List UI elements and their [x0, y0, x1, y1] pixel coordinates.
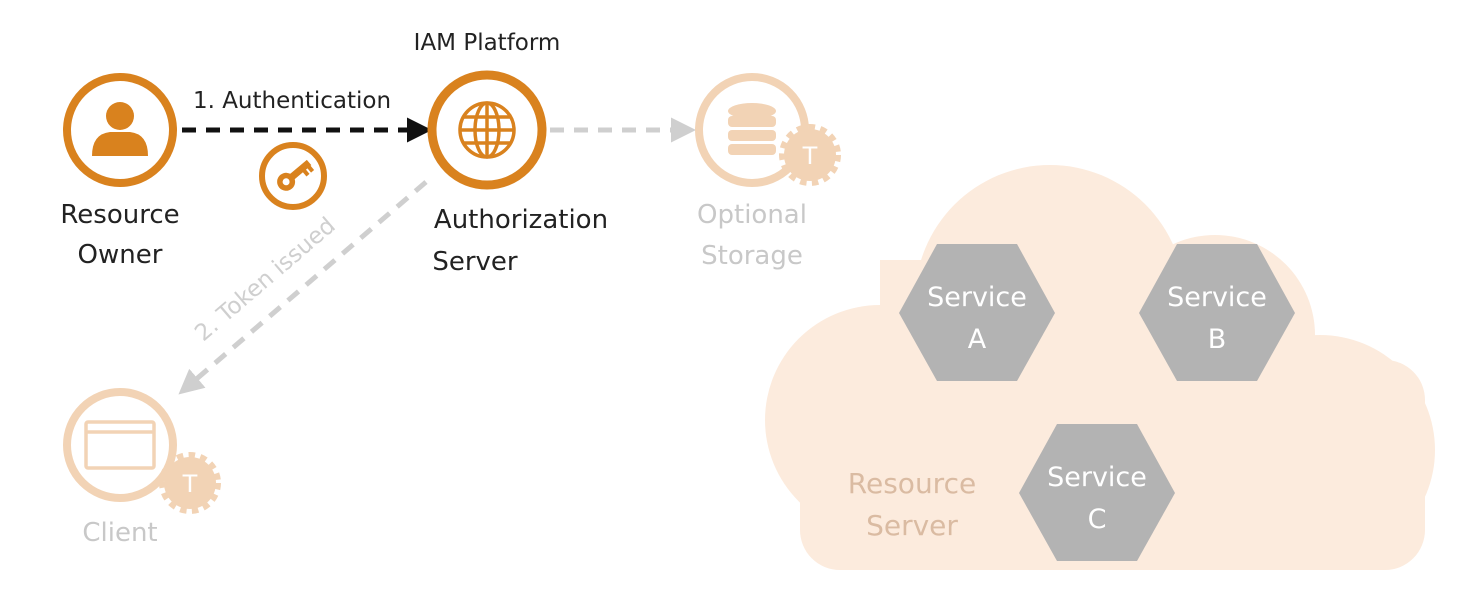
browser-window-icon: [84, 420, 156, 470]
service-b-label-line2: B: [1208, 324, 1227, 355]
authentication-label: 1. Authentication: [193, 88, 391, 114]
optional-storage-label-line2: Storage: [701, 241, 803, 271]
optional-storage-node: T: [695, 73, 841, 187]
service-a-label-line2: A: [968, 324, 987, 355]
service-b-label-line1: Service: [1167, 282, 1267, 313]
database-icon: [728, 103, 776, 155]
resource-server-label-line2: Server: [866, 509, 958, 542]
service-a-label-line1: Service: [927, 282, 1027, 313]
client-node: T: [63, 388, 221, 514]
client-circle: [63, 388, 177, 502]
service-c: Service C: [1019, 424, 1175, 561]
token-issued-label: 2. Token issued: [190, 213, 340, 347]
user-icon: [92, 102, 148, 156]
service-c-label-line1: Service: [1047, 462, 1147, 493]
token-gear-icon: T: [159, 452, 221, 514]
resource-owner-label-line2: Owner: [78, 240, 163, 270]
resource-owner-node: [63, 73, 177, 187]
token-issued-arrow: [178, 180, 428, 395]
service-c-label-line2: C: [1088, 504, 1107, 535]
service-a: Service A: [899, 244, 1055, 381]
storage-token-badge: T: [802, 142, 818, 170]
key-badge: [259, 142, 327, 210]
authorization-server-label-line1: Authorization: [434, 205, 608, 235]
authorization-server-label-line2: Server: [432, 247, 518, 277]
resource-owner-label-line1: Resource: [60, 200, 179, 230]
service-a-hexagon: [899, 244, 1055, 381]
service-b: Service B: [1139, 244, 1295, 381]
client-token-badge: T: [182, 470, 198, 498]
key-icon: [277, 159, 315, 191]
iam-platform-label: IAM Platform: [414, 30, 561, 56]
service-c-hexagon: [1019, 424, 1175, 561]
globe-icon: [458, 101, 516, 159]
service-b-hexagon: [1139, 244, 1295, 381]
token-gear-icon: T: [779, 124, 841, 186]
client-label: Client: [82, 518, 157, 548]
optional-storage-label-line1: Optional: [697, 200, 807, 230]
resource-server-label-line1: Resource: [848, 467, 976, 500]
authorization-server-node: [427, 70, 547, 190]
